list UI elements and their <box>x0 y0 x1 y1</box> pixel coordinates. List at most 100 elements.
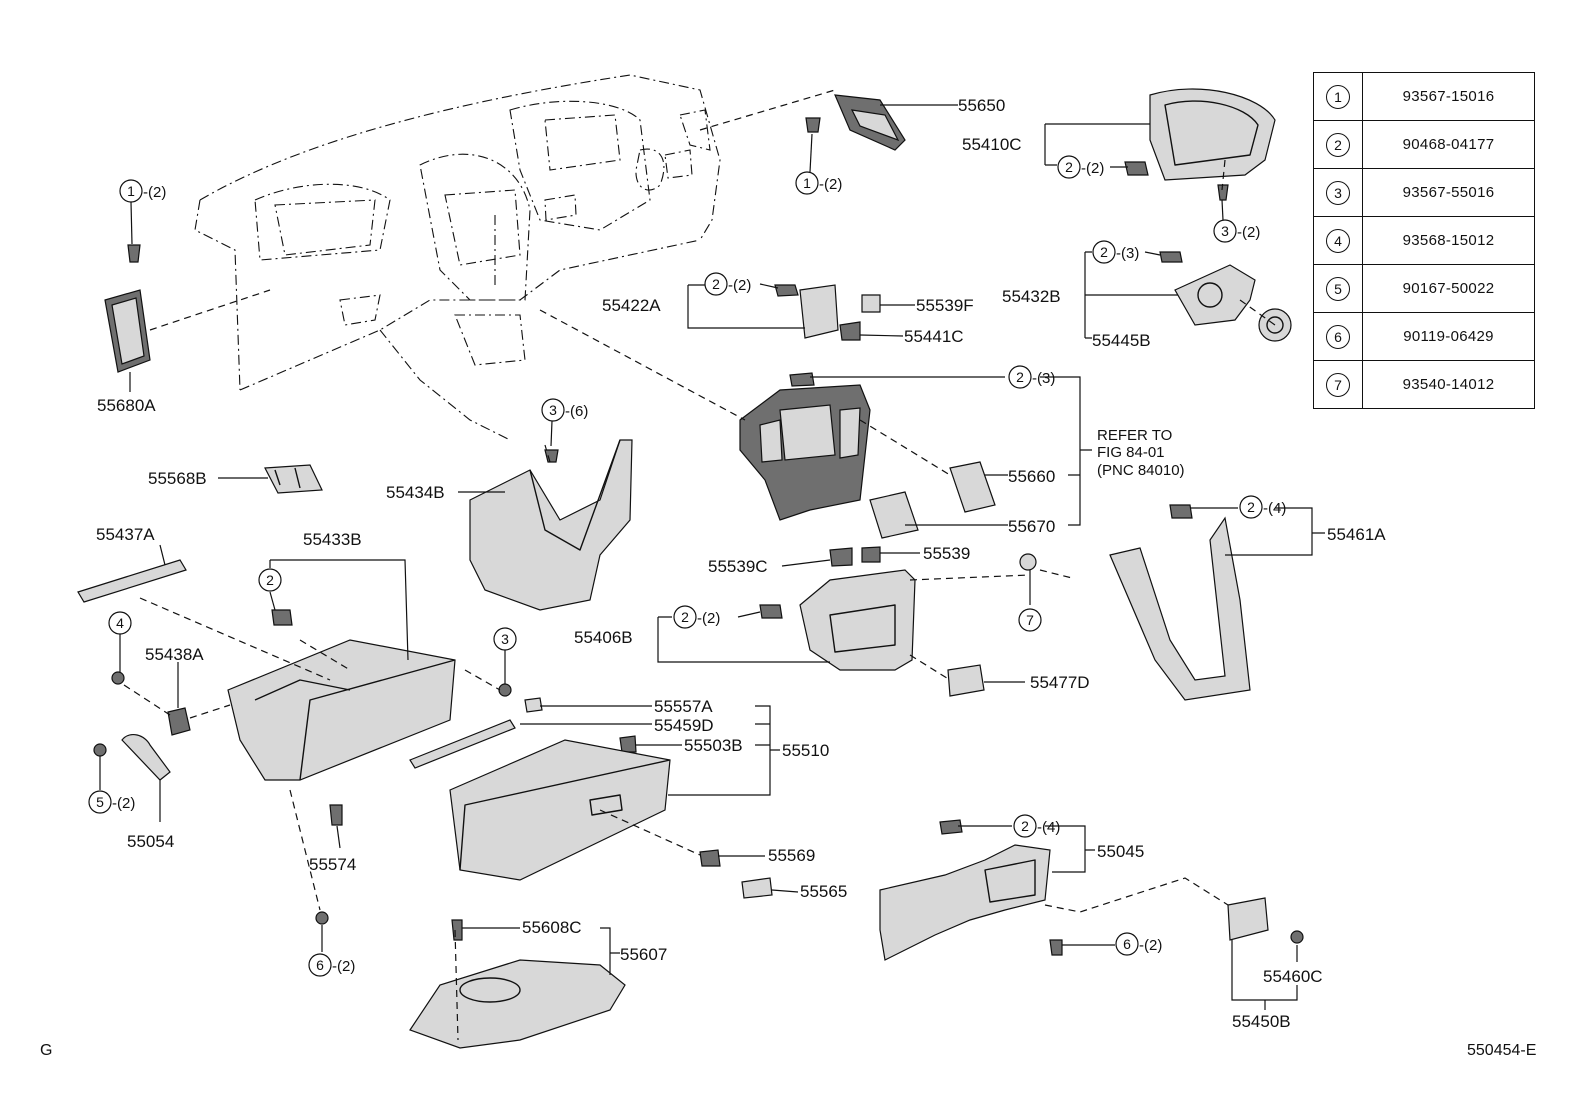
leader-lines <box>99 104 1325 1010</box>
callout-7-a: 7 <box>1018 608 1042 632</box>
svg-text:-(4): -(4) <box>1037 819 1060 836</box>
label-55460C: 55460C <box>1263 967 1323 986</box>
part-55434B <box>469 439 633 611</box>
part-55437A <box>77 559 187 603</box>
label-55569: 55569 <box>768 846 815 865</box>
label-55510: 55510 <box>782 741 829 760</box>
label-55433B: 55433B <box>303 530 362 549</box>
callout-3-b: 3-(6) <box>541 398 588 422</box>
label-55410C: 55410C <box>962 135 1022 154</box>
reference-key-cell: 4 <box>1313 216 1363 265</box>
callout-5-a: 5-(2) <box>88 790 135 814</box>
callout-2-f: 2 <box>258 568 282 592</box>
svg-text:4: 4 <box>116 615 124 631</box>
svg-text:6: 6 <box>1123 936 1131 952</box>
svg-text:2: 2 <box>1100 244 1108 260</box>
figure-code: 550454-E <box>1467 1042 1537 1059</box>
callout-2-c: 2-(3) <box>1092 240 1139 264</box>
label-55477D: 55477D <box>1030 673 1090 692</box>
svg-text:-(2): -(2) <box>1139 937 1162 954</box>
svg-text:6: 6 <box>316 957 324 973</box>
svg-text:FIG 84-01: FIG 84-01 <box>1097 444 1165 461</box>
label-55608C: 55608C <box>522 918 582 937</box>
callout-2-e: 2-(4) <box>1239 495 1286 519</box>
label-55607: 55607 <box>620 945 667 964</box>
label-55432B: 55432B <box>1002 287 1061 306</box>
svg-text:-(2): -(2) <box>819 176 842 193</box>
part-shapes <box>77 88 1304 1049</box>
label-55503B: 55503B <box>684 736 743 755</box>
part-55568B <box>264 464 323 494</box>
label-55670: 55670 <box>1008 517 1055 536</box>
reference-key-cell: 1 <box>1313 72 1363 121</box>
part-55045 <box>879 844 1051 961</box>
label-55438A: 55438A <box>145 645 204 664</box>
svg-text:2: 2 <box>1021 818 1029 834</box>
reference-key: 2 <box>1326 132 1350 157</box>
label-55459D: 55459D <box>654 716 714 735</box>
part-55607 <box>409 959 626 1049</box>
svg-text:-(2): -(2) <box>1237 224 1260 241</box>
reference-part-number: 93567-15016 <box>1362 72 1535 121</box>
label-55406B: 55406B <box>574 628 633 647</box>
label-55680A: 55680A <box>97 396 156 415</box>
label-55422A: 55422A <box>602 296 661 315</box>
part-55406B <box>799 569 916 671</box>
label-55437A: 55437A <box>96 525 155 544</box>
svg-text:2: 2 <box>712 276 720 292</box>
label-55441C: 55441C <box>904 327 964 346</box>
svg-text:-(2): -(2) <box>697 610 720 627</box>
svg-text:REFER TO: REFER TO <box>1097 427 1172 444</box>
label-55539: 55539 <box>923 544 970 563</box>
part-55450B <box>1227 897 1269 941</box>
svg-text:-(3): -(3) <box>1032 370 1055 387</box>
part-55438A <box>167 707 191 736</box>
reference-key-cell: 5 <box>1313 264 1363 313</box>
reference-key-cell: 2 <box>1313 120 1363 169</box>
reference-key: 7 <box>1326 372 1350 397</box>
label-55568B: 55568B <box>148 469 207 488</box>
svg-text:3: 3 <box>1221 223 1229 239</box>
label-55434B: 55434B <box>386 483 445 502</box>
part-labels: 55650 55410C 55422A 55539F 55441C 55432B… <box>96 96 1386 1031</box>
svg-text:7: 7 <box>1026 612 1034 628</box>
svg-text:2: 2 <box>1016 369 1024 385</box>
part-55054 <box>121 733 171 781</box>
svg-text:5: 5 <box>96 794 104 810</box>
part-55432B <box>1174 264 1256 326</box>
part-55422A <box>799 284 839 339</box>
reference-key-cell: 3 <box>1313 168 1363 217</box>
svg-text:-(2): -(2) <box>143 184 166 201</box>
label-55045: 55045 <box>1097 842 1144 861</box>
svg-text:2: 2 <box>1065 159 1073 175</box>
svg-text:2: 2 <box>266 572 274 588</box>
reference-part-number: 90167-50022 <box>1362 264 1535 313</box>
part-55461A <box>1109 516 1251 701</box>
label-55461A: 55461A <box>1327 525 1386 544</box>
svg-text:1: 1 <box>803 175 811 191</box>
dashboard-outline <box>194 74 721 441</box>
label-55539C: 55539C <box>708 557 768 576</box>
callout-3-c: 3 <box>493 627 517 651</box>
svg-text:(PNC 84010): (PNC 84010) <box>1097 462 1185 479</box>
reference-part-number: 93567-55016 <box>1362 168 1535 217</box>
callouts: 1-(2) 1-(2) 2-(2) 3-(2) 2-(2) 2-(3) 2-(3… <box>88 133 1286 977</box>
svg-text:-(2): -(2) <box>728 277 751 294</box>
label-55565: 55565 <box>800 882 847 901</box>
reference-key-cell: 6 <box>1313 312 1363 361</box>
svg-text:-(2): -(2) <box>332 958 355 975</box>
reference-key-cell: 7 <box>1313 360 1363 409</box>
svg-text:1: 1 <box>127 183 135 199</box>
reference-key: 1 <box>1326 84 1350 109</box>
svg-text:3: 3 <box>501 631 509 647</box>
callout-3-a: 3 -(2) <box>1213 219 1260 243</box>
svg-text:3: 3 <box>549 402 557 418</box>
reference-key: 4 <box>1326 228 1350 253</box>
callout-1-a: 1 -(2) <box>119 179 166 203</box>
part-55565 <box>741 877 773 899</box>
refer-note: REFER TO FIG 84-01 (PNC 84010) <box>1097 427 1185 479</box>
